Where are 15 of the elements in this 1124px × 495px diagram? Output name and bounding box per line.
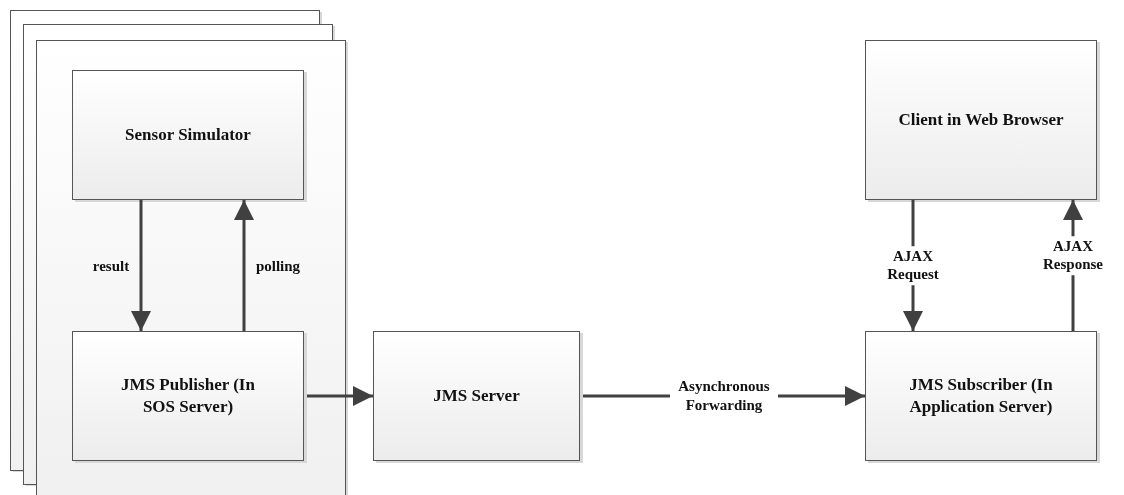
box-label: Sensor Simulator [125,123,251,146]
process-box [373,331,580,461]
edge-label: polling [254,256,302,276]
process-box [72,70,304,200]
arrow [131,200,151,331]
process-box [865,331,1097,461]
edge-label: result [91,256,131,276]
box-label: Client in Web Browser [898,108,1064,131]
process-box [72,331,304,461]
box-label: JMS Publisher (In SOS Server) [120,373,256,418]
arrow [234,200,254,331]
box-label: JMS Subscriber (In Application Server) [908,373,1054,418]
process-box [865,40,1097,200]
box-label: JMS Server [433,384,520,407]
arrow [307,386,373,406]
